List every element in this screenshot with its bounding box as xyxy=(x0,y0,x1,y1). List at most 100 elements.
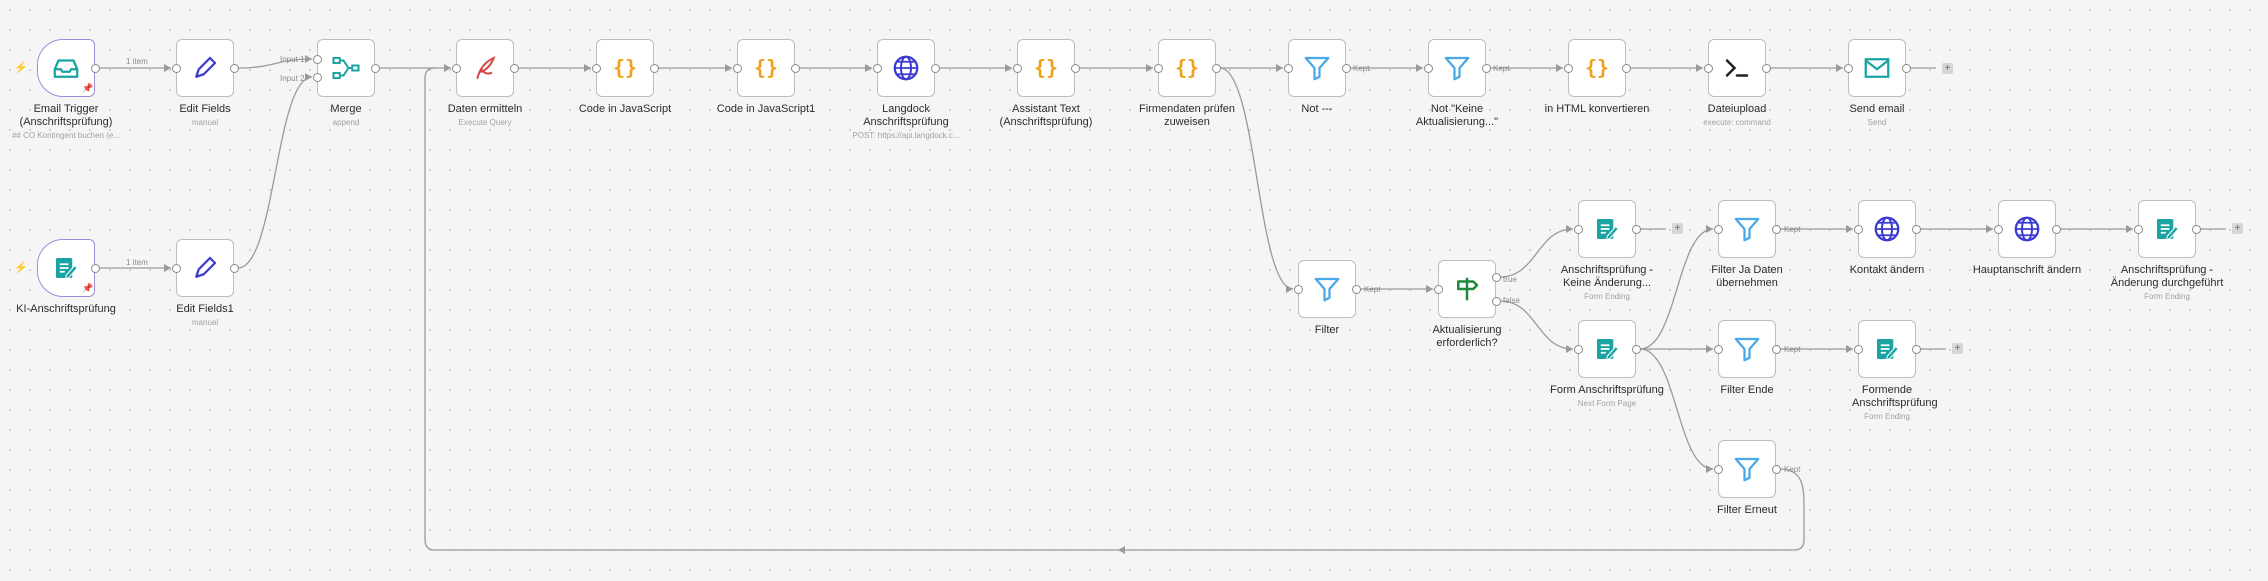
add-node-button[interactable]: + xyxy=(1952,343,1963,354)
connection-port[interactable] xyxy=(1070,63,1080,73)
connection-port[interactable] xyxy=(1012,63,1022,73)
daten-ermitteln-node[interactable] xyxy=(456,39,514,97)
hauptanschrift-aendern-node[interactable] xyxy=(1998,200,2056,258)
connection-port[interactable] xyxy=(312,54,322,64)
connection-port[interactable] xyxy=(1423,63,1433,73)
connection-port[interactable] xyxy=(1211,63,1221,73)
connection-port[interactable] xyxy=(1713,464,1723,474)
filter-ende-node[interactable] xyxy=(1718,320,1776,378)
langdock-node[interactable] xyxy=(877,39,935,97)
connection-port[interactable] xyxy=(1703,63,1713,73)
assistant-text-node[interactable]: {} xyxy=(1017,39,1075,97)
add-node-button[interactable]: + xyxy=(2232,223,2243,234)
connection-port[interactable] xyxy=(370,63,380,73)
formende-anschriftspruefung-node[interactable] xyxy=(1858,320,1916,378)
node-label: KI-Anschriftsprüfung xyxy=(16,303,116,315)
connection-port[interactable] xyxy=(732,63,742,73)
connection-port[interactable] xyxy=(229,63,239,73)
edge-arrowhead xyxy=(1286,285,1293,293)
connection-port[interactable] xyxy=(872,63,882,73)
aktualisierung-if-node[interactable] xyxy=(1438,260,1496,318)
connection-port[interactable] xyxy=(1901,63,1911,73)
code-javascript-node[interactable]: {} xyxy=(596,39,654,97)
anschriftspruefung-keine-aenderung-node[interactable] xyxy=(1578,200,1636,258)
connection-port[interactable] xyxy=(2191,224,2201,234)
connection-port[interactable] xyxy=(1573,224,1583,234)
filter-node[interactable] xyxy=(1298,260,1356,318)
connection-port[interactable] xyxy=(1713,344,1723,354)
connection-port[interactable] xyxy=(1573,344,1583,354)
ki-anschriftspruefung-trigger-node[interactable] xyxy=(37,239,95,297)
connection-port[interactable] xyxy=(1771,224,1781,234)
connection-edge xyxy=(237,76,313,269)
edit-fields1-node[interactable] xyxy=(176,239,234,297)
connection-port[interactable] xyxy=(1761,63,1771,73)
anschriftspruefung-durchgefuehrt-node[interactable] xyxy=(2138,200,2196,258)
edge-arrowhead xyxy=(1566,345,1573,353)
connection-port[interactable] xyxy=(1911,224,1921,234)
connection-port[interactable] xyxy=(1631,344,1641,354)
dateiupload-node[interactable] xyxy=(1708,39,1766,97)
filter-icon xyxy=(1732,214,1762,244)
connection-port[interactable] xyxy=(1771,464,1781,474)
connection-port[interactable] xyxy=(2133,224,2143,234)
connection-port[interactable] xyxy=(930,63,940,73)
filter-erneut-node[interactable] xyxy=(1718,440,1776,498)
not-keine-filter-node[interactable] xyxy=(1428,39,1486,97)
connection-port[interactable] xyxy=(1341,63,1351,73)
connection-port[interactable] xyxy=(1911,344,1921,354)
connection-port[interactable] xyxy=(1283,63,1293,73)
connection-port[interactable] xyxy=(1481,63,1491,73)
edit-fields-node[interactable] xyxy=(176,39,234,97)
connection-port[interactable] xyxy=(312,72,322,82)
merge-node[interactable] xyxy=(317,39,375,97)
form-anschriftspruefung-node[interactable] xyxy=(1578,320,1636,378)
connection-port[interactable] xyxy=(1771,344,1781,354)
connection-port[interactable] xyxy=(1491,296,1501,306)
kept-label: Kept xyxy=(1784,345,1801,354)
add-node-button[interactable]: + xyxy=(1672,223,1683,234)
connection-port[interactable] xyxy=(1843,63,1853,73)
connection-port[interactable] xyxy=(1853,224,1863,234)
connection-port[interactable] xyxy=(790,63,800,73)
node-subtitle: POST: https://api.langdock.c... xyxy=(852,131,960,140)
edge-arrowhead xyxy=(1836,64,1843,72)
connection-port[interactable] xyxy=(1631,224,1641,234)
connection-port[interactable] xyxy=(591,63,601,73)
connection-port[interactable] xyxy=(2051,224,2061,234)
kontakt-aendern-node[interactable] xyxy=(1858,200,1916,258)
node-label: Dateiupload xyxy=(1707,103,1767,115)
connection-port[interactable] xyxy=(1621,63,1631,73)
code-braces-icon: {} xyxy=(1031,53,1061,83)
node-label: Assistant Text (Anschriftsprüfung) xyxy=(999,103,1093,128)
connection-port[interactable] xyxy=(90,63,100,73)
connection-port[interactable] xyxy=(1491,272,1501,282)
connection-port[interactable] xyxy=(1853,344,1863,354)
email-trigger-node[interactable] xyxy=(37,39,95,97)
add-node-button[interactable]: + xyxy=(1942,63,1953,74)
connection-port[interactable] xyxy=(171,63,181,73)
connection-port[interactable] xyxy=(1713,224,1723,234)
connection-edge xyxy=(1499,300,1574,350)
connection-port[interactable] xyxy=(509,63,519,73)
connection-port[interactable] xyxy=(1153,63,1163,73)
connection-port[interactable] xyxy=(1433,284,1443,294)
connection-port[interactable] xyxy=(1293,284,1303,294)
node-subtitle: manual xyxy=(191,318,219,327)
firmendaten-node[interactable]: {} xyxy=(1158,39,1216,97)
html-konvertieren-node[interactable]: {} xyxy=(1568,39,1626,97)
connection-port[interactable] xyxy=(1563,63,1573,73)
connection-port[interactable] xyxy=(1993,224,2003,234)
send-email-node[interactable] xyxy=(1848,39,1906,97)
filter-ja-daten-node[interactable] xyxy=(1718,200,1776,258)
connection-port[interactable] xyxy=(649,63,659,73)
connection-port[interactable] xyxy=(171,263,181,273)
node-label: Filter xyxy=(1314,324,1340,336)
connection-port[interactable] xyxy=(90,263,100,273)
connection-port[interactable] xyxy=(1351,284,1361,294)
connection-port[interactable] xyxy=(451,63,461,73)
node-label: Aktualisierung erforderlich? xyxy=(1432,324,1502,349)
connection-port[interactable] xyxy=(229,263,239,273)
code-javascript1-node[interactable]: {} xyxy=(737,39,795,97)
not-dash-filter-node[interactable] xyxy=(1288,39,1346,97)
